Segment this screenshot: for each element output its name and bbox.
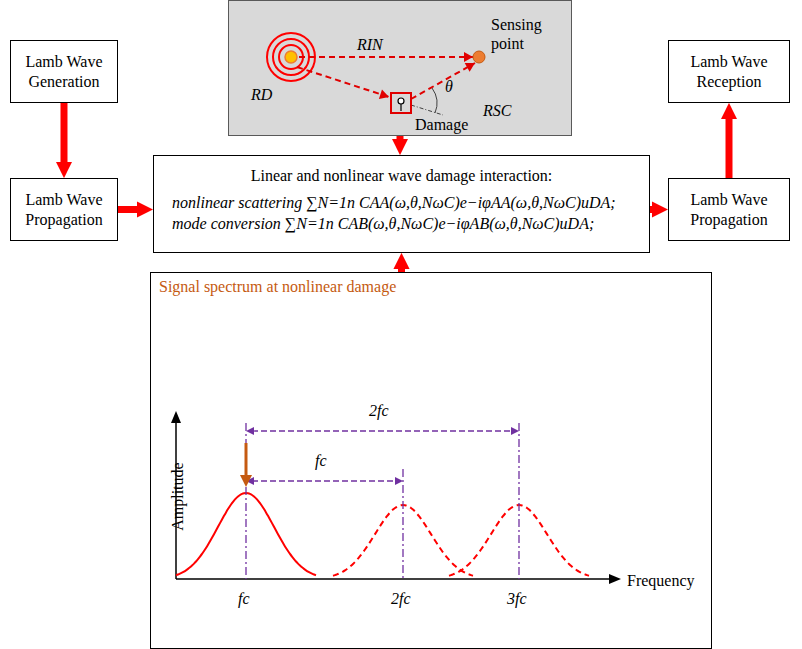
chart-label: Amplitude (168, 462, 187, 530)
path-arrowhead (464, 52, 473, 62)
spacing-arrow (252, 480, 397, 481)
flow-arrow (397, 136, 404, 139)
formula-line: mode conversion ∑N=1n CAB(ω,θ,NωC)e−iφAB… (172, 214, 635, 233)
box-heading: Linear and nonlinear wave damage interac… (168, 166, 635, 185)
chart-label: 2fc (391, 589, 411, 608)
spacing-arrowhead (395, 477, 403, 485)
sensing-dot (473, 51, 485, 63)
chart-label: Frequency (627, 571, 695, 590)
geometry-label: RSC (483, 101, 511, 120)
geometry-label: Sensing point (491, 15, 557, 53)
flow-arrow (61, 103, 68, 162)
spacing-arrow (252, 430, 513, 431)
chart-label: fc (238, 589, 250, 608)
process-box: Lamb Wave Propagation (668, 178, 790, 241)
x-axis (176, 578, 613, 580)
geometry-label: θ (445, 77, 453, 96)
box-label: Lamb Wave Generation (17, 52, 111, 90)
damage-pointer (240, 475, 252, 487)
chart-label: fc (315, 451, 327, 470)
process-box: Lamb Wave Generation (10, 40, 118, 103)
scatter-path (411, 63, 475, 99)
flow-arrow (118, 206, 137, 213)
damage-path (297, 67, 389, 97)
flow-arrow (650, 206, 652, 213)
geometry-panel: RIN Sensing pointRD Damage θRSC (228, 0, 572, 136)
path-arrowhead (465, 63, 475, 72)
harmonic-marker (402, 469, 403, 579)
geometry-label: RD (251, 85, 272, 104)
harmonic-marker (245, 423, 246, 579)
angle-reference (411, 105, 443, 115)
angle-arc (432, 88, 437, 113)
box-label: Lamb Wave Propagation (675, 190, 783, 228)
axis-arrowhead (171, 411, 181, 423)
formula-line: nonlinear scattering ∑N=1n CAA(ω,θ,NωC)e… (172, 193, 635, 212)
chart-label: 3fc (507, 589, 527, 608)
spacing-arrowhead (511, 427, 519, 435)
geometry-label: RIN (357, 35, 383, 54)
process-box: Lamb Wave Reception (668, 40, 790, 103)
spacing-arrowhead (246, 427, 254, 435)
wave-front (267, 33, 315, 81)
axis-arrowhead (609, 574, 621, 584)
chart-label: 2fc (369, 401, 389, 420)
actuator-dot (285, 51, 297, 63)
damage-pointer (245, 443, 248, 477)
interaction-box: Linear and nonlinear wave damage interac… (153, 155, 650, 253)
path-arrowhead (379, 89, 389, 99)
text-column: Linear and nonlinear wave damage interac… (154, 156, 649, 246)
harmonic-marker (518, 423, 519, 579)
damage-symbol (398, 98, 404, 104)
flow-arrow (726, 119, 733, 178)
spectrum-panel: Signal spectrum at nonlinear damage 2fc fc… (150, 272, 712, 649)
incident-path (299, 56, 473, 58)
box-label: Lamb Wave Reception (675, 52, 783, 90)
spectrum-chart (151, 273, 711, 648)
geometry-label: Damage (415, 115, 468, 134)
panel-heading: Signal spectrum at nonlinear damage (159, 277, 396, 296)
damage-symbol (400, 104, 401, 111)
process-box: Lamb Wave Propagation (10, 178, 118, 241)
damage-box (391, 93, 411, 113)
box-label: Lamb Wave Propagation (17, 190, 111, 228)
